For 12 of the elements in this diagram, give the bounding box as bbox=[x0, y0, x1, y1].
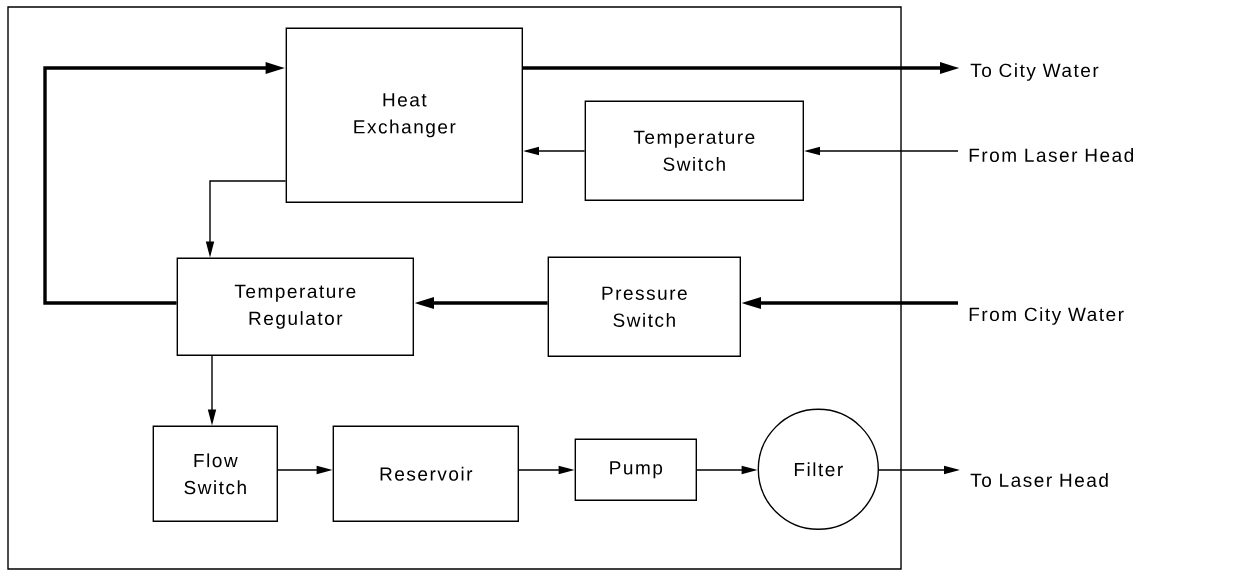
process-box: Pump bbox=[574, 438, 697, 501]
port-label: To City Water bbox=[970, 63, 1099, 81]
frame-box bbox=[7, 6, 902, 570]
process-box: Temperature Regulator bbox=[176, 257, 414, 356]
process-box: Temperature Switch bbox=[584, 100, 804, 201]
port-label: To Laser Head bbox=[970, 473, 1108, 487]
process-box: Pressure Switch bbox=[547, 256, 741, 357]
process-box: Flow Switch bbox=[152, 425, 278, 522]
process-box: Reservoir bbox=[332, 425, 519, 522]
port-label: From City Water bbox=[969, 307, 1124, 325]
port-label: From Laser Head bbox=[969, 148, 1133, 162]
process-box: Heat Exchanger bbox=[285, 27, 523, 203]
